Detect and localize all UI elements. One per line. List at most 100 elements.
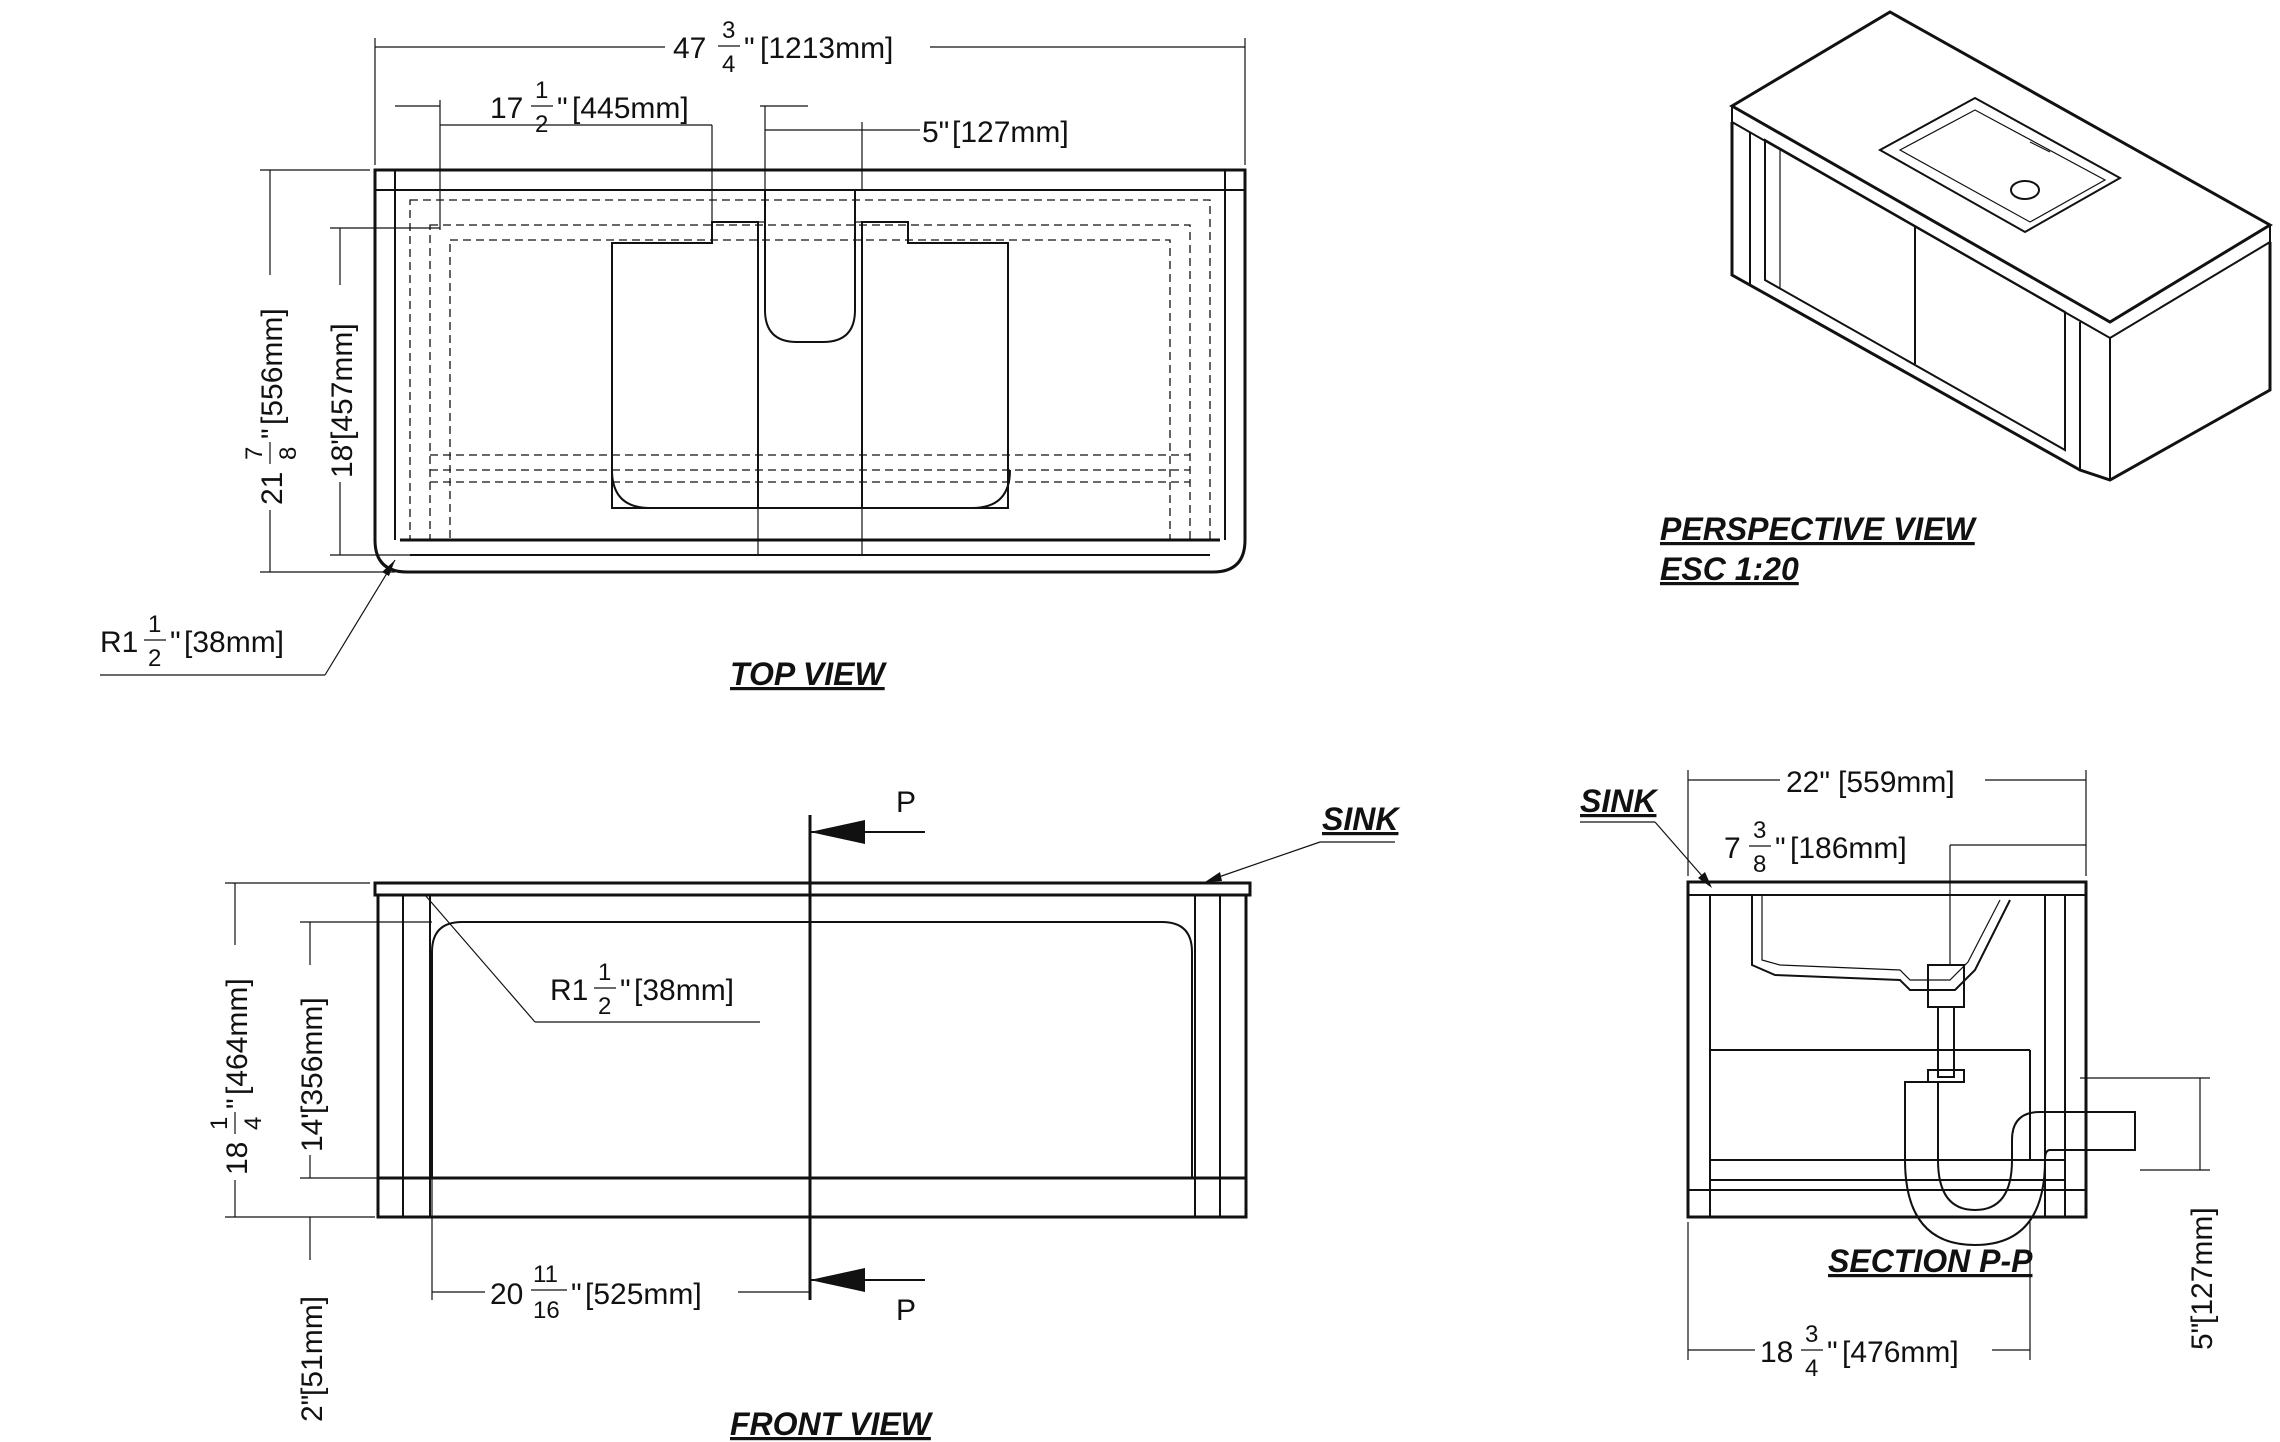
top-view-title: TOP VIEW	[730, 656, 887, 692]
dim-metric: [445mm]	[572, 92, 689, 125]
inch-mark: "	[1775, 832, 1786, 865]
leader-arrow	[1205, 872, 1222, 882]
dim-whole: 20	[490, 1278, 523, 1311]
dim-whole: 18	[1760, 1336, 1793, 1369]
dim-whole: 17	[490, 92, 523, 125]
perspective-basin-inner	[1898, 109, 2107, 223]
dim-metric: [525mm]	[585, 1278, 702, 1311]
leader-arrow	[1698, 872, 1712, 888]
dim-whole: R1	[550, 974, 588, 1007]
front-drawer-front	[431, 921, 1193, 1178]
dim-whole: 14"	[296, 1108, 329, 1152]
top-view-outline	[373, 168, 1247, 574]
section-cabinet-outline	[1686, 880, 2088, 1219]
top-depth-label: 21 7 8 " [556mm]	[241, 308, 302, 505]
dim-metric: [51mm]	[296, 1296, 329, 1396]
top-view-bowl-bottom	[611, 469, 1011, 509]
perspective-cabinet-body	[1730, 122, 2272, 482]
perspective-view: PERSPECTIVE VIEW ESC 1:20	[1660, 10, 2273, 587]
leader-line	[324, 559, 396, 676]
dim-numerator: 7	[241, 447, 268, 460]
dim-whole: 21	[256, 472, 289, 505]
dim-metric: [186mm]	[1790, 832, 1907, 865]
dim-metric: [464mm]	[221, 978, 254, 1095]
top-radius-label: R1 1 2 " [38mm]	[100, 611, 284, 672]
front-countertop	[373, 881, 1252, 897]
dim-numerator: 11	[533, 1261, 558, 1288]
section-view: SINK 22" [559mm] 7 3 8 " [186mm] 18 3	[1580, 766, 2219, 1382]
dim-numerator: 1	[598, 959, 611, 986]
section-trap-height-label: 5" [127mm]	[2186, 1207, 2219, 1350]
section-drain-pipe	[1937, 1006, 1955, 1078]
top-inner-depth-label: 18" [457mm]	[326, 323, 359, 478]
perspective-drawer-front	[1764, 138, 2066, 452]
dim-whole: 18	[221, 1142, 254, 1175]
dim-denominator: 8	[275, 447, 302, 460]
dim-denominator: 4	[1805, 1355, 1818, 1382]
dim-metric: [356mm]	[296, 997, 329, 1114]
dim-numerator: 3	[1805, 1321, 1818, 1348]
section-arrow-bottom-head	[810, 1268, 865, 1292]
inch-mark: "	[1827, 1336, 1838, 1369]
dim-metric: [1213mm]	[760, 32, 893, 65]
dim-denominator: 8	[1753, 851, 1766, 878]
dim-whole: 2"	[296, 1395, 329, 1422]
section-drain-nut	[1927, 1069, 1965, 1083]
dim-metric: [476mm]	[1842, 1336, 1959, 1369]
top-center-gap-label: 5" [127mm]	[922, 116, 1069, 149]
dim-whole: 5"	[2186, 1323, 2219, 1350]
perspective-view-scale: ESC 1:20	[1660, 551, 1799, 587]
section-depth-label: 22" [559mm]	[1786, 766, 1955, 799]
dim-denominator: 4	[722, 51, 735, 78]
top-view-hidden-box	[409, 199, 1211, 541]
front-half-width-label: 20 11 16 " [525mm]	[490, 1261, 702, 1324]
front-radius-label: R1 1 2 " [38mm]	[550, 959, 734, 1020]
top-view: 47 3 4 " [1213mm] 17 1 2 " [445mm] 5" [1…	[100, 17, 1247, 692]
front-plinth-label: 2" [51mm]	[296, 1296, 329, 1422]
dim-denominator: 2	[535, 111, 548, 138]
inch-mark: "	[557, 92, 568, 125]
section-drawer-bottom	[1709, 1159, 2066, 1181]
top-bowl-offset-label: 17 1 2 " [445mm]	[490, 77, 689, 138]
section-arrow-top-head	[810, 820, 865, 844]
front-sink-label: SINK	[1322, 801, 1401, 837]
section-p-trap	[1904, 1081, 2136, 1247]
inch-mark: "	[256, 428, 289, 439]
perspective-view-title: PERSPECTIVE VIEW	[1660, 511, 1978, 547]
top-view-left-cutout	[611, 221, 759, 509]
dim-metric: [457mm]	[326, 323, 359, 440]
front-height-label: 18 1 4 " [464mm]	[206, 978, 267, 1175]
dim-metric: [559mm]	[1838, 766, 1955, 799]
dim-numerator: 1	[148, 611, 161, 638]
dim-numerator: 3	[722, 17, 735, 44]
dim-denominator: 2	[598, 993, 611, 1020]
perspective-overflow	[2029, 141, 2051, 153]
front-cabinet	[376, 893, 1248, 1219]
leader-line	[424, 894, 536, 1023]
inch-mark: "	[571, 1278, 582, 1311]
top-view-hidden-inner	[449, 239, 1171, 541]
dim-numerator: 1	[535, 77, 548, 104]
dim-whole: R1	[100, 626, 138, 659]
top-view-plumbing-notch	[764, 190, 856, 343]
section-basin-outer	[1751, 895, 2011, 991]
inch-mark: "	[221, 1098, 254, 1109]
leader-line	[1209, 841, 1321, 881]
section-marker-bottom: P	[896, 1294, 916, 1327]
perspective-drain-icon	[2010, 180, 2040, 200]
inch-mark: "	[744, 32, 755, 65]
perspective-countertop-edge	[1731, 106, 2271, 340]
dim-metric: [38mm]	[634, 974, 734, 1007]
inch-mark: "	[620, 974, 631, 1007]
top-view-right-cutout	[861, 221, 1009, 509]
dim-metric: [38mm]	[184, 626, 284, 659]
inch-mark: "	[170, 626, 181, 659]
top-overall-width-label: 47 3 4 " [1213mm]	[673, 17, 893, 78]
dim-denominator: 4	[240, 1117, 267, 1130]
dim-whole: 18"	[326, 434, 359, 478]
dim-denominator: 2	[148, 645, 161, 672]
dim-metric: [556mm]	[256, 308, 289, 425]
dim-whole: 7	[1724, 832, 1741, 865]
leader-line	[1654, 821, 1711, 886]
